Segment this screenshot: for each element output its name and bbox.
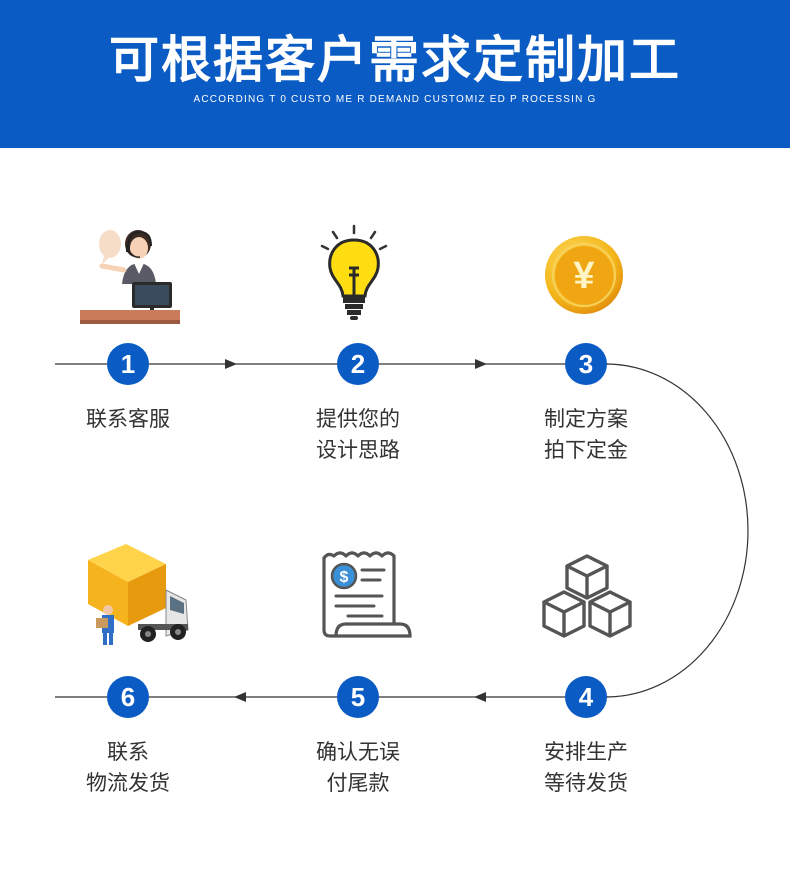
lightbulb-icon [320, 224, 388, 320]
page-title: 可根据客户需求定制加工 [109, 31, 681, 89]
arrow-left-2 [234, 692, 246, 702]
page-subtitle: ACCORDING T 0 CUSTO ME R DEMAND CUSTOMIZ… [193, 94, 597, 105]
step-5-label-line2: 付尾款 [326, 771, 390, 795]
step-6-label: 联系 物流发货 [48, 737, 208, 799]
yuan-coin-icon: ¥ [544, 235, 624, 315]
step-1-label: 联系客服 [48, 404, 208, 435]
step-1-badge: 1 [107, 343, 149, 385]
step-4-label: 安排生产 等待发货 [506, 737, 666, 799]
step-4-label-line1: 安排生产 [544, 740, 628, 764]
step-2-label-line1: 提供您的 [316, 407, 400, 431]
coin-symbol: ¥ [573, 255, 594, 297]
step-3-badge: 3 [565, 343, 607, 385]
customer-service-icon [80, 230, 180, 324]
step-2-label-line2: 设计思路 [316, 438, 400, 462]
step-3-label-line1: 制定方案 [544, 407, 628, 431]
step-4-label-line2: 等待发货 [544, 771, 628, 795]
step-6-label-line2: 物流发货 [86, 771, 170, 795]
step-1-label-line1: 联系客服 [86, 407, 170, 431]
step-3-label-line2: 拍下定金 [544, 438, 628, 462]
arrow-right-1 [225, 359, 237, 369]
header-banner: 可根据客户需求定制加工 ACCORDING T 0 CUSTO ME R DEM… [0, 0, 790, 148]
step-3-label: 制定方案 拍下定金 [506, 404, 666, 466]
arrow-left-1 [474, 692, 486, 702]
arrow-right-2 [475, 359, 487, 369]
step-2-badge: 2 [337, 343, 379, 385]
connector-curve [605, 363, 749, 698]
step-2-label: 提供您的 设计思路 [278, 404, 438, 466]
step-6-badge: 6 [107, 676, 149, 718]
receipt-icon: $ [322, 551, 412, 638]
step-5-label: 确认无误 付尾款 [278, 737, 438, 799]
receipt-symbol: $ [340, 569, 349, 586]
step-5-badge: 5 [337, 676, 379, 718]
step-6-label-line1: 联系 [107, 740, 149, 764]
step-4-badge: 4 [565, 676, 607, 718]
delivery-truck-icon [88, 544, 189, 645]
boxes-icon [542, 554, 632, 638]
step-5-label-line1: 确认无误 [316, 740, 400, 764]
